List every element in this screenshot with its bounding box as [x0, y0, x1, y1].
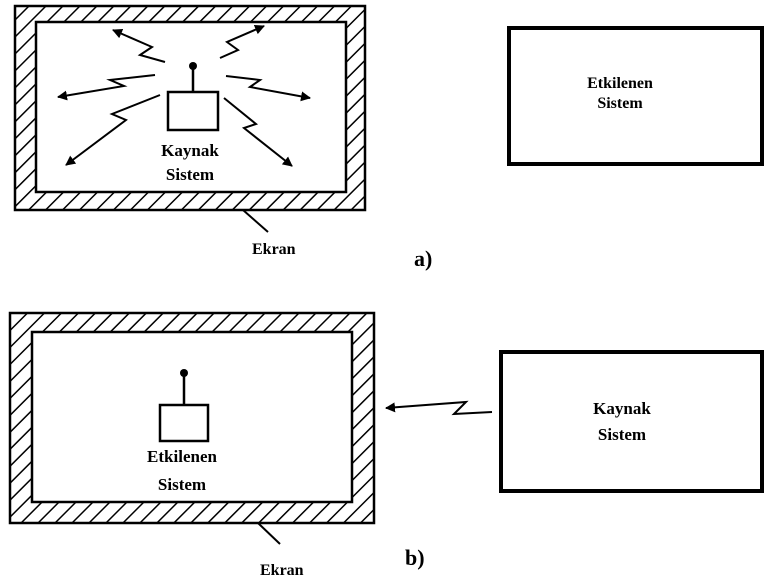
- part-label-a: a): [414, 246, 432, 271]
- interference-arrow-incoming: [385, 400, 493, 416]
- affected-device-box-b: [158, 403, 210, 443]
- emission-arrow-down-left: [65, 94, 161, 166]
- source-device-box-a: [166, 90, 220, 132]
- screen-pointer-a: [242, 209, 269, 233]
- shield-enclosure-a: [13, 4, 367, 212]
- external-system-label-a-line2: Sistem: [597, 95, 643, 112]
- emission-arrow-left: [57, 74, 156, 101]
- external-system-box-a: [507, 26, 764, 166]
- panel-a: Kaynak Sistem Ekran Etkilenen Sistem a): [13, 4, 764, 271]
- shielded-system-label-b-line2: Sistem: [158, 475, 206, 494]
- external-system-box-b: [499, 350, 764, 493]
- emission-arrows: [57, 24, 311, 167]
- part-label-b: b): [405, 545, 425, 570]
- antenna-icon-b: [180, 369, 188, 405]
- shielded-system-label-a-line1: Kaynak: [161, 141, 219, 160]
- external-system-label-a-line1: Etkilenen: [587, 75, 653, 92]
- panel-b: Etkilenen Sistem Ekran Kaynak Sistem b): [8, 311, 764, 579]
- emission-arrow-right: [225, 75, 311, 102]
- screen-label-a: Ekran: [252, 241, 296, 258]
- shielded-system-label-a-line2: Sistem: [166, 165, 214, 184]
- shielded-system-label-b-line1: Etkilenen: [147, 447, 217, 466]
- shield-enclosure-b: [8, 311, 376, 525]
- emission-arrow-up-left: [112, 29, 166, 63]
- antenna-icon-a: [189, 62, 197, 92]
- emission-arrow-up-right: [219, 24, 265, 59]
- emission-arrow-down-right: [223, 97, 293, 167]
- external-system-label-b-line2: Sistem: [598, 425, 646, 444]
- screen-pointer-b: [257, 522, 281, 545]
- screen-label-b: Ekran: [260, 562, 304, 579]
- external-system-label-b-line1: Kaynak: [593, 399, 651, 418]
